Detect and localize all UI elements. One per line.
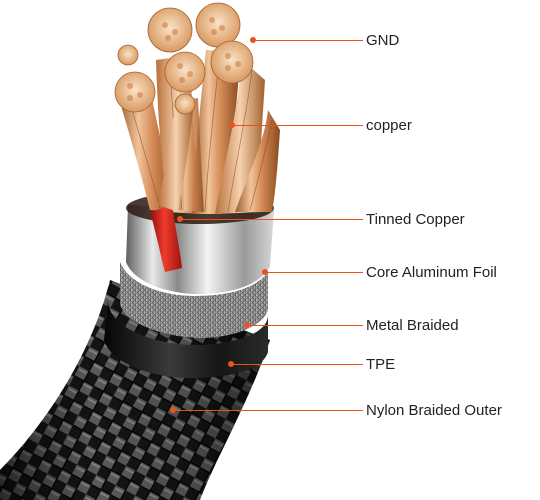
leader-dot-tinned-copper (177, 216, 183, 222)
label-tinned-copper: Tinned Copper (366, 211, 465, 229)
leader-line-tpe (231, 364, 363, 365)
leader-line-tinned-copper (180, 219, 363, 220)
leader-line-copper (232, 125, 363, 126)
label-gnd: GND (366, 32, 399, 50)
leader-dot-tpe (228, 361, 234, 367)
label-core-aluminum-foil: Core Aluminum Foil (366, 264, 497, 282)
leader-dot-copper (229, 122, 235, 128)
label-copper: copper (366, 117, 412, 135)
leader-line-gnd (253, 40, 363, 41)
label-nylon-braided-outer: Nylon Braided Outer (366, 402, 502, 420)
leader-line-core-aluminum-foil (265, 272, 363, 273)
label-tpe: TPE (366, 356, 395, 374)
leader-line-nylon-braided-outer (173, 410, 363, 411)
leader-line-metal-braided (247, 325, 363, 326)
leader-dot-core-aluminum-foil (262, 269, 268, 275)
leader-dot-gnd (250, 37, 256, 43)
leader-dot-metal-braided (244, 322, 250, 328)
label-metal-braided: Metal Braided (366, 317, 459, 335)
leader-dot-nylon-braided-outer (170, 407, 176, 413)
